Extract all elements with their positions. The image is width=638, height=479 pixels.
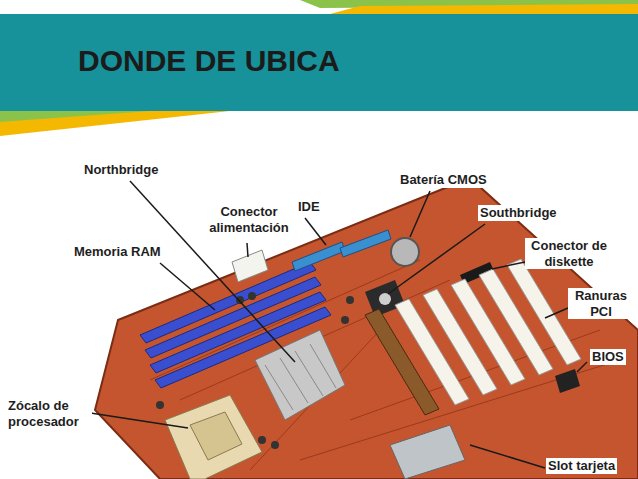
leader-line — [410, 191, 430, 237]
leader-line — [388, 224, 485, 294]
cpu-socket — [165, 395, 262, 479]
part-label: Conector de diskette — [525, 238, 613, 269]
part-label: Northbridge — [82, 162, 160, 178]
northbridge-heatsink — [255, 330, 345, 420]
leader-line — [84, 412, 188, 428]
agp-slot — [365, 309, 439, 415]
part-label: Memoria RAM — [72, 244, 163, 260]
leader-line — [577, 362, 587, 372]
leader-line — [470, 445, 545, 468]
leader-line — [160, 263, 215, 310]
header-decoration — [0, 0, 638, 136]
leader-line — [247, 243, 248, 257]
leader-line — [492, 262, 525, 269]
part-label: Slot tarjeta — [546, 458, 617, 474]
part-label: Conector alimentación — [198, 204, 300, 235]
title-band — [0, 14, 638, 111]
yellow-stripe — [330, 4, 638, 14]
green-wedge — [0, 111, 150, 122]
cmos-battery — [391, 238, 419, 266]
bios-chip — [555, 369, 580, 393]
capacitors — [156, 292, 354, 449]
pci-slots — [395, 259, 581, 405]
part-label: IDE — [296, 199, 322, 215]
part-label: Batería CMOS — [398, 172, 489, 188]
board — [95, 178, 638, 479]
traces — [150, 260, 620, 470]
part-label: BIOS — [590, 349, 626, 365]
part-label: Ranuras PCI — [568, 288, 634, 319]
leader-line — [305, 218, 326, 245]
socket-grid — [190, 412, 242, 460]
leader-lines — [84, 181, 587, 468]
heatsink-fins — [265, 344, 336, 410]
slide-title: DONDE DE UBICA — [78, 44, 340, 77]
part-label: Zócalo de procesador — [6, 398, 92, 429]
io-connectors — [390, 425, 465, 479]
leader-line — [545, 308, 568, 318]
part-label: Southbridge — [478, 205, 559, 221]
pcb — [95, 178, 638, 479]
chip-logo — [379, 293, 391, 305]
ide-connectors — [292, 230, 391, 271]
yellow-wedge — [0, 111, 230, 136]
power-connector — [232, 250, 268, 282]
